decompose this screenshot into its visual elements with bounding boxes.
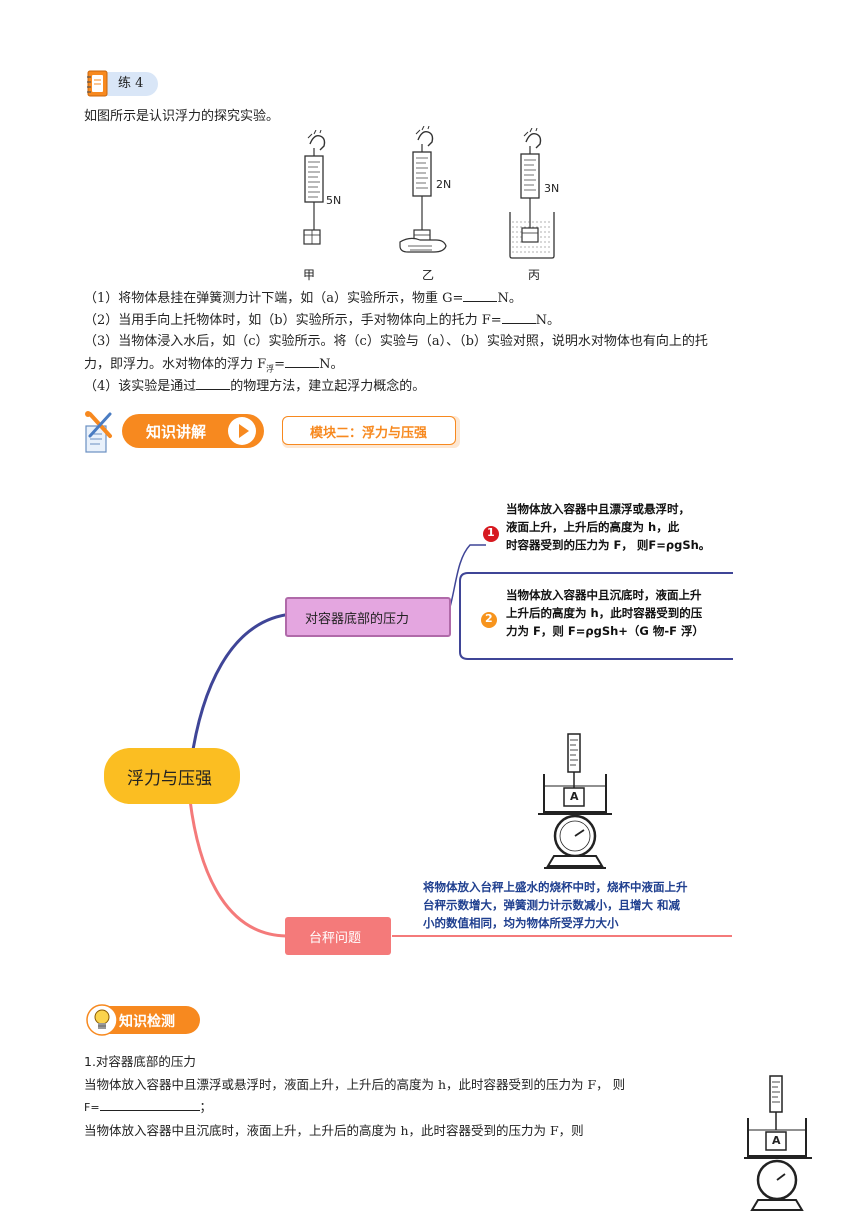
answer-blank-1[interactable] [463,287,498,302]
check-heading: 1.对容器底部的压力 [84,1054,196,1069]
question-2: （2）当用手向上托物体时，如（b）实验所示，手对物体向上的托力 F=N。 [84,309,560,332]
check-answer-blank[interactable] [99,1096,200,1111]
check-line-3: 当物体放入容器中且沉底时，液面上升，上升后的高度为 h，此时容器受到的压力为 F… [84,1123,584,1138]
figure-b-reading: 2N [436,178,452,191]
knowledge-explain-label: 知识讲解 [146,423,207,441]
branch-line-upper [188,612,293,771]
question-3-line-1: （3）当物体浸入水后，如（c）实验所示。将（c）实验与（a）、（b）实验对照，说… [84,334,708,349]
note-3: 将物体放入台秤上盛水的烧杯中时，烧杯中液面上升 台秤示数增大，弹簧测力计示数减小… [423,880,688,930]
mindmap-center: 浮力与压强 [104,748,240,804]
lightbulb-icon [86,1004,118,1036]
figure-a-label: 甲 [303,268,316,282]
balance-scale-icon [744,1075,812,1211]
figure-c-label: 丙 [528,268,541,282]
answer-blank-4[interactable] [196,375,231,390]
knowledge-check-badge: 知识检测 [86,1004,200,1036]
practice-intro: 如图所示是认识浮力的探究实验。 [84,109,280,124]
knowledge-check-label: 知识检测 [119,1014,175,1030]
practice-tag-label: 练 4 [118,76,144,91]
mindmap-branch-container-pressure: 对容器底部的压力 [285,597,451,637]
mindmap-branch-scale: 台秤问题 [285,917,391,955]
spring-scale-hand-support-icon [399,126,447,253]
figure-b: 2N 乙 [394,126,464,282]
question-4: （4）该实验是通过的物理方法，建立起浮力概念的。 [84,375,425,398]
mindmap-scale-object-label: A [570,790,579,803]
check-line-2: F=； [84,1096,212,1119]
notebook-icon [87,70,108,97]
figure-b-label: 乙 [422,268,435,282]
knowledge-explain-badge: 知识讲解 [122,414,264,448]
branch-line-lower [188,799,287,938]
note-1-number-badge: 1 [483,526,499,542]
connector-upper [447,544,486,615]
figure-c-reading: 3N [544,182,560,195]
module-title: 模块二：浮力与压强 [310,426,428,441]
answer-blank-3[interactable] [285,353,320,368]
mindmap-scale-illustration: A [536,732,616,872]
check-scale-object-label: A [772,1134,781,1147]
figure-c: 3N 丙 [504,128,576,282]
module-title-box: 模块二：浮力与压强 [282,416,460,448]
question-3-line-2: 力，即浮力。水对物体的浮力 F浮=N。 [84,353,343,381]
answer-blank-2[interactable] [501,309,536,324]
balance-scale-icon [538,733,612,869]
figure-a-reading: 5N [326,194,342,207]
figure-a: 5N 甲 [292,130,352,282]
check-line-1: 当物体放入容器中且漂浮或悬浮时，液面上升，上升后的高度为 h，此时容器受到的压力… [84,1077,626,1092]
note-2: 当物体放入容器中且沉底时，液面上升 上升后的高度为 h，此时容器受到的压 力为 … [506,588,704,638]
note-2-number-badge: 2 [481,612,497,628]
note-1: 当物体放入容器中且漂浮或悬浮时， 液面上升，上升后的高度为 h，此 时容器受到的… [506,502,711,552]
tools-icon [85,411,112,453]
question-1: （1）将物体悬挂在弹簧测力计下端，如（a）实验所示，物重 G=N。 [84,287,522,310]
spring-scale-in-water-icon [509,128,555,259]
spring-scale-hanging-icon [303,130,326,245]
check-scale-illustration: A [744,1072,814,1216]
play-icon [228,417,256,445]
practice-tag: 练 4 [86,70,158,98]
note2-frame [459,572,733,660]
